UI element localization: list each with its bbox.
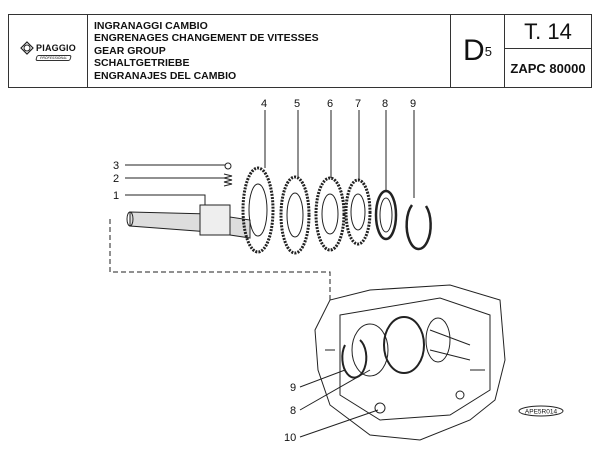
title-block: PIAGGIO PROFESSIONAL INGRANAGGI CAMBIO E…	[8, 14, 592, 88]
stamp-code: APE5R014	[525, 409, 558, 416]
title-list: INGRANAGGI CAMBIO ENGRENAGES CHANGEMENT …	[88, 15, 451, 87]
circlip-9	[405, 204, 432, 251]
callout-6: 6	[327, 98, 333, 110]
callout-4: 4	[261, 98, 267, 110]
piaggio-emblem-icon	[20, 41, 34, 55]
assembly-dashed-line	[109, 219, 331, 300]
title-en: GEAR GROUP	[94, 44, 166, 57]
section-number: 5	[484, 43, 492, 59]
callout-8-bottom: 8	[290, 405, 296, 417]
gear-5	[279, 175, 311, 255]
callout-9-bottom: 9	[290, 382, 296, 394]
brand-sub: PROFESSIONAL	[35, 55, 73, 61]
callout-9: 9	[410, 98, 416, 110]
section-letter: D	[463, 34, 485, 67]
title-es: ENGRANAJES DEL CAMBIO	[94, 69, 237, 82]
callout-3: 3	[113, 160, 119, 172]
callout-1: 1	[113, 190, 119, 202]
callout-8: 8	[382, 98, 388, 110]
brand-name: PIAGGIO	[36, 43, 76, 53]
ring-8	[374, 189, 398, 241]
gear-6	[314, 176, 346, 252]
shaft	[126, 204, 251, 239]
callout-7: 7	[355, 98, 361, 110]
callout-10: 10	[284, 432, 296, 444]
model-code: ZAPC 80000	[510, 60, 586, 76]
piaggio-logo: PIAGGIO PROFESSIONAL	[9, 15, 88, 87]
title-de: SCHALTGETRIEBE	[94, 57, 190, 70]
gearbox-housing	[314, 284, 506, 441]
stamp-oval	[518, 405, 564, 417]
callout-2: 2	[113, 173, 119, 185]
gear-4	[241, 166, 275, 254]
callout-5: 5	[294, 98, 300, 110]
table-number: T. 14	[505, 15, 591, 49]
spring	[223, 173, 233, 187]
title-fr: ENGRENAGES CHANGEMENT DE VITESSES	[94, 32, 319, 45]
title-it: INGRANAGGI CAMBIO	[94, 20, 208, 32]
ball	[224, 162, 232, 170]
gear-7	[344, 178, 372, 246]
